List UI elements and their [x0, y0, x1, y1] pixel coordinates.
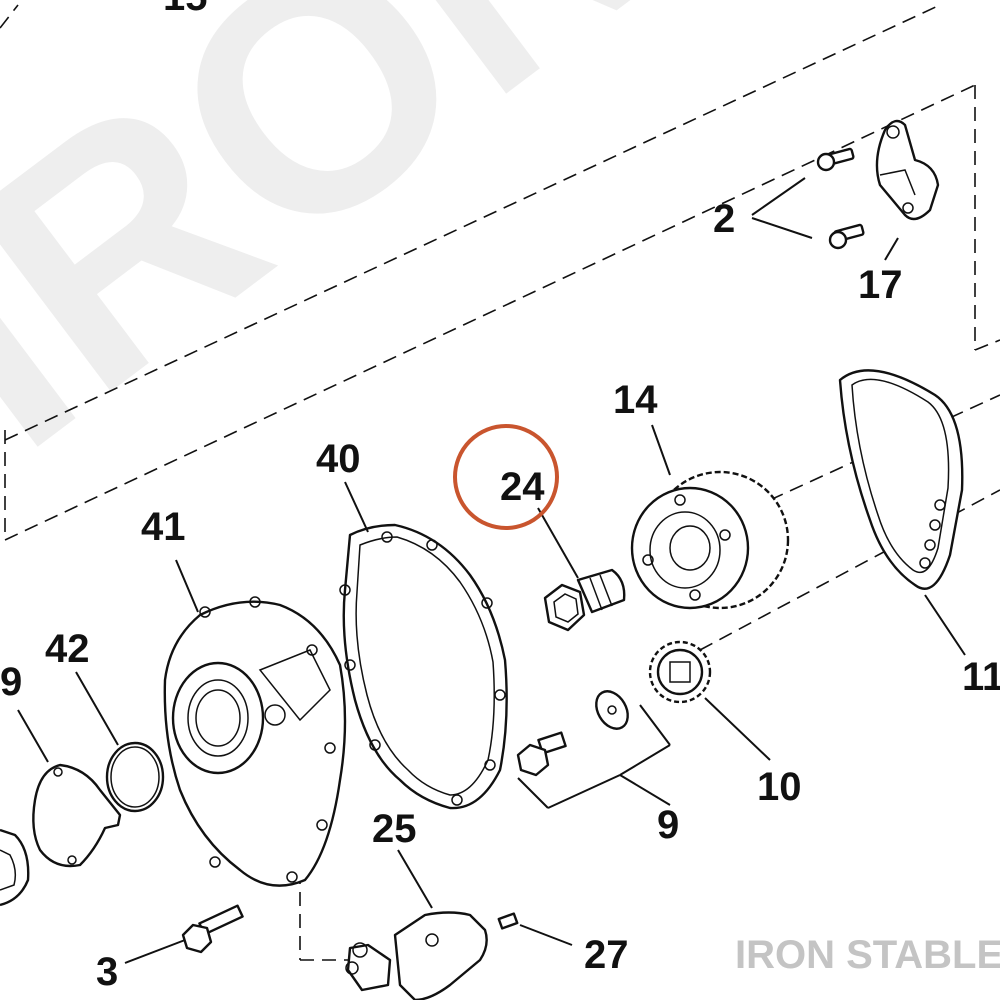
part-2-bolt-lower	[828, 223, 865, 250]
callout-9-left: 9	[0, 660, 22, 704]
part-3-bolt	[181, 904, 244, 954]
part-9-left-cap	[32, 763, 122, 868]
part-11-timing-chain	[838, 369, 964, 590]
callout-24: 24	[500, 465, 545, 509]
leader-lines	[17, 177, 966, 964]
callout-24-highlight-ring	[453, 424, 559, 530]
callout-17: 17	[858, 263, 903, 307]
part-14-cam-sprocket	[630, 470, 790, 610]
callout-42: 42	[45, 627, 90, 671]
part-42-o-ring	[105, 741, 165, 813]
callout-11: 11	[962, 655, 1000, 699]
part-edge-partial	[0, 828, 30, 907]
callout-27: 27	[584, 933, 629, 977]
callout-14: 14	[613, 378, 658, 422]
callout-15: 15	[163, 0, 208, 19]
part-9-washer	[595, 690, 629, 730]
part-17-tensioner	[875, 119, 940, 221]
brand-label: IRON STABLE	[735, 933, 1000, 977]
part-41-cover	[163, 596, 347, 887]
callout-3: 3	[96, 950, 118, 994]
part-10-crank-sprocket	[648, 640, 712, 704]
part-2-bolt-upper	[816, 147, 855, 172]
callout-25: 25	[372, 807, 417, 851]
callout-2: 2	[713, 197, 735, 241]
part-25-guide	[345, 911, 488, 1000]
callout-10: 10	[757, 765, 802, 809]
callout-9: 9	[657, 803, 679, 847]
part-27-pin	[497, 912, 519, 930]
callout-40: 40	[316, 437, 361, 481]
part-24-cam-bolt	[543, 568, 626, 632]
part-9-bolt	[516, 731, 567, 777]
callout-41: 41	[141, 505, 186, 549]
part-40-gasket	[339, 523, 508, 810]
